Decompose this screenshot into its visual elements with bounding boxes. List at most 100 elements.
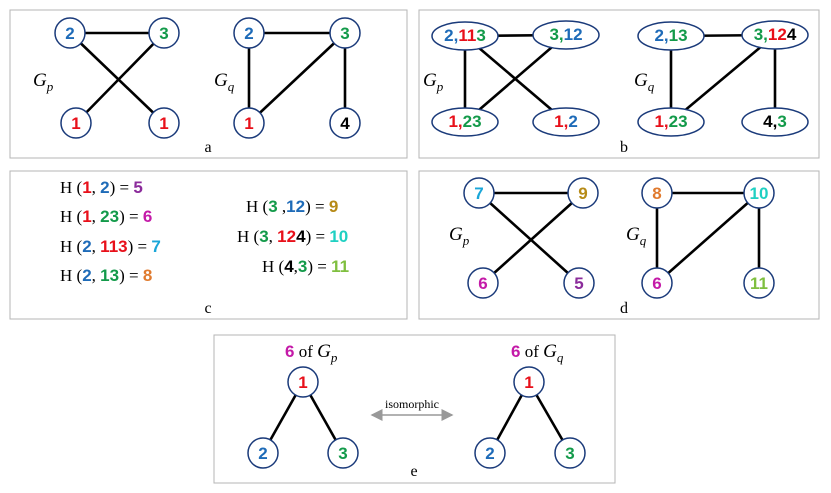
graph-node: 2 [474,437,506,469]
graph-node: 1,23 [637,107,705,137]
graph-label-gp: Gp [33,70,54,94]
node-label: 3 [338,444,347,463]
node-ellipse [532,20,600,50]
graph-node: 11 [743,267,775,299]
graph-node: 3,124 [741,20,809,50]
graph-node: 3 [554,437,586,469]
edge [482,192,584,284]
node-label: 10 [750,184,769,203]
node-label: 1 [524,373,533,392]
subgraph-title-gq: 6 of Gq [511,341,564,365]
node-ellipse [431,107,499,137]
graph-node: 1 [287,366,319,398]
node-circle [233,17,265,49]
node-circle [474,437,506,469]
panel-a: 2 3 1 1 2 3 1 4 Gp Gq a [33,17,361,156]
node-label: 3,124 [754,25,797,44]
node-ellipse [431,21,499,51]
node-label: 2,13 [654,26,687,45]
node-label: 6 [478,274,487,293]
graph-node: 1 [60,107,92,139]
graph-node: 1 [513,366,545,398]
hash-equation: H (1, 23) = 6 [60,207,152,226]
graph-node: 3,12 [532,20,600,50]
node-circle [554,437,586,469]
node-label: 1,2 [554,112,578,131]
node-label: 5 [574,274,583,293]
node-label: 2 [485,444,494,463]
node-label: 11 [750,274,768,293]
panel-c: H (1, 2) = 5 H (1, 23) = 6 H (2, 113) = 7 H… [60,178,349,317]
node-label: 6 [652,274,661,293]
node-circle [148,107,180,139]
node-circle [467,267,499,299]
panel-letter-b: b [620,139,628,156]
node-label: 2 [65,24,74,43]
hash-equation: H (2, 113) = 7 [60,237,161,256]
node-circle [743,267,775,299]
graph-node: 6 [467,267,499,299]
graph-label-gp: Gp [423,70,444,94]
graph-node: 1 [233,107,265,139]
graph-node: 2 [247,437,279,469]
node-circle [329,17,361,49]
node-circle [743,177,775,209]
node-circle [329,107,361,139]
panel-letter-d: d [620,300,628,317]
panel-c-frame [9,170,408,320]
graph-node: 4,3 [741,107,809,137]
node-label: 9 [578,184,587,203]
edge [670,34,776,123]
node-label: 1 [244,114,253,133]
node-circle [463,177,495,209]
panel-letter-a: a [204,139,211,156]
graph-node: 8 [641,177,673,209]
hash-equation: H (1, 2) = 5 [60,178,143,197]
node-label: 1 [298,373,307,392]
graph-node: 2,113 [431,21,499,51]
node-label: 1 [159,114,168,133]
node-circle [567,177,599,209]
edge [75,32,165,124]
graph-node: 1 [148,107,180,139]
graph-node: 1,2 [532,107,600,137]
graph-label-gq: Gq [214,70,235,94]
graph-node: 9 [567,177,599,209]
edge [248,32,346,124]
panel-letter-e: e [410,463,417,480]
node-label: 3 [340,24,349,43]
node-label: 1,23 [654,112,687,131]
node-circle [60,107,92,139]
node-circle [148,17,180,49]
node-label: 3 [565,444,574,463]
graph-node: 3 [148,17,180,49]
hash-equation: H (3, 124) = 10 [237,227,348,246]
graph-label-gq: Gq [634,70,655,94]
node-circle [233,107,265,139]
node-label: 1 [71,114,80,133]
edge [69,32,165,124]
graph-node: 10 [743,177,775,209]
panel-letter-c: c [204,300,211,317]
node-ellipse [637,107,705,137]
graph-label-gp: Gp [449,224,470,248]
edge [464,34,567,123]
node-label: 2 [244,24,253,43]
node-label: 4 [340,114,350,133]
node-ellipse [532,107,600,137]
node-label: 2,113 [444,26,486,45]
node-label: 1,23 [448,112,481,131]
node-circle [641,177,673,209]
graph-node: 2 [233,17,265,49]
node-label: 8 [652,184,661,203]
isomorphic-label: isomorphic [385,397,439,411]
node-label: 3 [159,24,168,43]
graph-node: 2 [54,17,86,49]
graph-node: 4 [329,107,361,139]
hash-equation: H (2, 13) = 8 [60,266,152,285]
graph-node: 1,23 [431,107,499,137]
node-circle [54,17,86,49]
node-label: 2 [258,444,267,463]
